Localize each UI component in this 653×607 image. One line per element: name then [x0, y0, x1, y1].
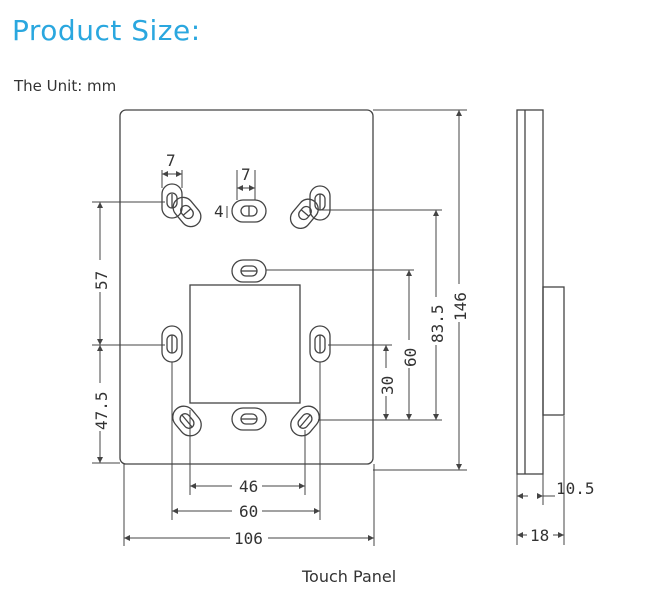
mount-slot-bottom-left	[172, 405, 202, 437]
unit-label: The Unit: mm	[14, 77, 117, 95]
dim-bottom-60: 60	[239, 502, 258, 521]
side-view	[516, 109, 565, 475]
dim-thickness-10-5: 10.5	[556, 479, 595, 498]
dim-total-width: 106	[234, 529, 263, 548]
dim-hole-spacing-30: 30	[378, 376, 397, 395]
dim-hole-spacing-60: 60	[401, 348, 420, 367]
dim-slot-width-mid: 7	[241, 165, 251, 184]
mount-slot-upper-center	[231, 259, 267, 283]
dim-upper-spacing: 57	[92, 271, 111, 290]
dim-slot-width-left: 7	[166, 151, 176, 170]
mount-slot-top-middle	[231, 199, 267, 223]
mount-slot-bottom-right	[290, 405, 320, 437]
arrowheads	[97, 110, 564, 541]
center-window	[189, 284, 301, 404]
dimension-lines	[92, 109, 565, 546]
mount-slot-bottom-center	[231, 407, 267, 431]
drawing-caption: Touch Panel	[302, 567, 397, 586]
dim-bottom-46: 46	[239, 477, 258, 496]
mount-slot-top-left	[161, 183, 202, 228]
page-title: Product Size:	[12, 14, 201, 47]
dim-hole-spacing-83-5: 83.5	[428, 304, 447, 343]
dim-rotation-mark: 4	[214, 202, 224, 221]
dim-thickness-18: 18	[530, 526, 549, 545]
mount-slot-middle-right	[309, 325, 331, 363]
dim-total-height: 146	[451, 292, 470, 321]
mount-slot-middle-left	[161, 325, 183, 363]
mount-slot-top-right	[289, 185, 331, 230]
dim-lower-spacing: 47.5	[92, 391, 111, 430]
front-plate-outline	[119, 109, 374, 465]
